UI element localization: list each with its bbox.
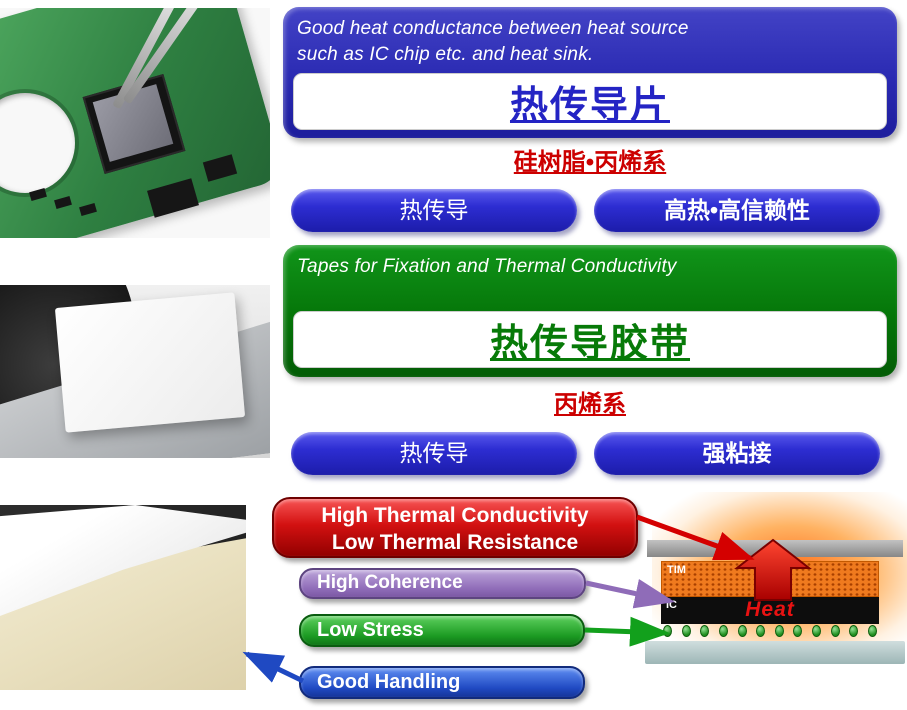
low-stress-banner: Low Stress	[299, 614, 585, 647]
solder-ball	[663, 625, 672, 637]
heat-label: Heat	[745, 598, 795, 621]
tape-photo	[0, 505, 246, 690]
solder-ball	[849, 625, 859, 637]
tape-material-subtitle: 丙烯系	[554, 391, 626, 418]
tape-feature-pill-right: 强粘接	[594, 432, 880, 475]
tape-product-box: Tapes for Fixation and Thermal Conductiv…	[283, 245, 897, 377]
thermal-conductivity-banner: High Thermal Conductivity Low Thermal Re…	[272, 497, 638, 558]
sheet-feature-pill-right: 高热•高信赖性	[594, 189, 880, 232]
high-coherence-banner: High Coherence	[299, 568, 586, 599]
heatsink-fan-photo	[0, 285, 270, 458]
board-layer	[645, 641, 905, 664]
solder-ball	[681, 625, 691, 637]
solder-balls-row	[663, 625, 877, 638]
solder-ball	[867, 625, 877, 637]
sheet-feature-pill-left: 热传导	[291, 189, 577, 232]
blue-connector-arrow	[242, 651, 305, 684]
sheet-heading-line1: Good heat conductance between heat sourc…	[297, 18, 689, 39]
good-handling-banner: Good Handling	[299, 666, 585, 699]
solder-ball	[737, 625, 747, 637]
solder-ball	[774, 625, 784, 637]
tape-box-heading: Tapes for Fixation and Thermal Conductiv…	[297, 256, 677, 277]
heat-flow-arrow	[734, 538, 812, 601]
solder-ball	[718, 625, 728, 637]
tim-label: TIM	[667, 564, 686, 576]
tape-product-title: 热传导胶带	[489, 323, 690, 365]
tape-feature-pill-left: 热传导	[291, 432, 577, 475]
sheet-product-box: Good heat conductance between heat sourc…	[283, 7, 897, 138]
solder-ball	[830, 625, 840, 637]
red-banner-line1: High Thermal Conductivity	[321, 504, 589, 527]
heat-flow-arrow-shape	[734, 538, 812, 601]
solder-ball	[793, 625, 803, 637]
sheet-heading-line2: such as IC chip etc. and heat sink.	[297, 43, 594, 65]
solder-ball	[812, 625, 821, 637]
red-banner-line2: Low Thermal Resistance	[331, 530, 579, 554]
sheet-material-subtitle: 硅树脂•丙烯系	[513, 149, 667, 176]
pcb-photo	[0, 8, 270, 238]
white-pad-shape	[54, 292, 246, 433]
sheet-product-title: 热传导片	[509, 85, 670, 127]
sheet-title-panel: 热传导片	[293, 73, 887, 130]
tape-title-panel: 热传导胶带	[293, 311, 887, 368]
solder-ball	[700, 625, 710, 637]
solder-ball	[756, 625, 766, 637]
sheet-box-heading: Good heat conductance between heat sourc…	[297, 16, 689, 67]
